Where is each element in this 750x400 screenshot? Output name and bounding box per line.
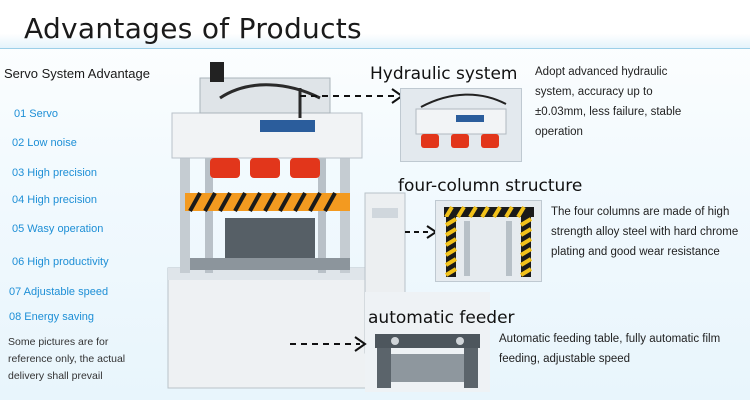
automatic-feeder-image bbox=[365, 292, 490, 392]
feature-item-energy-saving: 08 Energy saving bbox=[9, 311, 94, 323]
four-column-title: four-column structure bbox=[398, 176, 583, 196]
hydraulic-system-image bbox=[400, 88, 522, 162]
four-column-image bbox=[435, 200, 542, 282]
feature-item-servo: 01 Servo bbox=[14, 108, 59, 120]
disclaimer-note: Some pictures are for reference only, th… bbox=[8, 336, 126, 382]
feature-item-high-precision-2: 04 High precision bbox=[12, 194, 97, 206]
header-banner: Advantages of Products bbox=[0, 0, 750, 48]
hydraulic-system-description: Adopt advanced hydraulic system, accurac… bbox=[535, 66, 682, 138]
header-divider bbox=[0, 48, 750, 49]
feature-item-high-productivity: 06 High productivity bbox=[12, 256, 109, 268]
feature-item-low-noise: 02 Low noise bbox=[12, 137, 77, 149]
automatic-feeder-description: Automatic feeding table, fully automatic… bbox=[499, 333, 721, 365]
hydraulic-press-machine-image bbox=[167, 62, 406, 389]
automatic-feeder-title: automatic feeder bbox=[368, 308, 515, 328]
feature-item-easy-operation: 05 Wasy operation bbox=[12, 223, 104, 235]
feature-item-high-precision: 03 High precision bbox=[12, 167, 97, 179]
page-title: Advantages of Products bbox=[24, 12, 362, 45]
servo-advantage-title: Servo System Advantage bbox=[4, 66, 150, 81]
arrow-hydraulic bbox=[300, 88, 404, 104]
four-column-description: The four columns are made of high streng… bbox=[551, 206, 739, 258]
arrow-four-column bbox=[405, 225, 438, 239]
hydraulic-system-title: Hydraulic system bbox=[370, 64, 518, 84]
feature-item-adjustable-speed: 07 Adjustable speed bbox=[9, 286, 109, 298]
arrow-automatic-feeder bbox=[290, 336, 367, 352]
